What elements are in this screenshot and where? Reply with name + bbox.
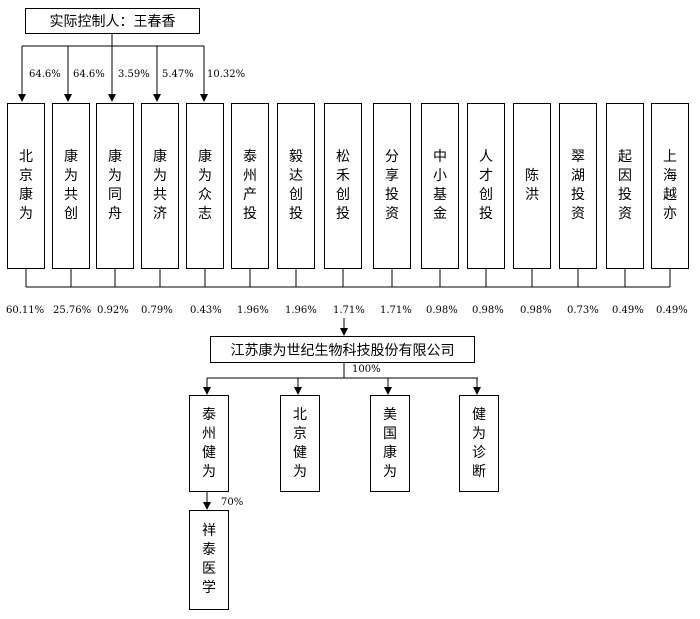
shareholder-box-7 <box>277 103 315 269</box>
shareholder-pct-9: 1.71% <box>380 305 412 316</box>
shareholder-box-4 <box>141 103 179 269</box>
controller-link-pct-2: 64.6% <box>73 69 105 80</box>
shareholder-box-1 <box>7 103 45 269</box>
shareholder-pct-8: 1.71% <box>333 305 365 316</box>
shareholder-pct-13: 0.73% <box>567 305 599 316</box>
shareholder-pct-12: 0.98% <box>520 305 552 316</box>
shareholder-pct-7: 1.96% <box>285 305 317 316</box>
shareholder-pct-14: 0.49% <box>612 305 644 316</box>
shareholder-name-8: 松禾创投 <box>336 149 350 222</box>
shareholder-pct-4: 0.79% <box>141 305 173 316</box>
shareholder-name-2: 康为共创 <box>64 149 78 222</box>
shareholder-pct-10: 0.98% <box>426 305 458 316</box>
subsidiary-box-1 <box>189 395 229 492</box>
subsidiary-name-2: 北京健为 <box>293 406 307 480</box>
shareholder-name-10: 中小基金 <box>433 149 447 222</box>
shareholder-name-1: 北京康为 <box>19 149 33 222</box>
shareholder-name-4: 康为共济 <box>153 149 167 222</box>
shareholder-pct-3: 0.92% <box>97 305 129 316</box>
sub-subsidiary-name: 祥泰医学 <box>202 523 216 596</box>
shareholder-box-9 <box>373 103 411 269</box>
subsidiary-box-3 <box>370 395 410 492</box>
shareholder-pct-2: 25.76% <box>53 305 92 316</box>
shareholder-name-7: 毅达创投 <box>289 149 303 222</box>
shareholder-name-5: 康为众志 <box>198 149 212 222</box>
shareholder-name-9: 分享投资 <box>385 149 399 222</box>
subsidiary-name-4: 健为诊断 <box>472 406 486 480</box>
company-name: 江苏康为世纪生物科技股份有限公司 <box>230 342 455 359</box>
shareholder-box-3 <box>96 103 134 269</box>
shareholder-name-14: 起因投资 <box>618 149 632 222</box>
sub-subsidiary-box <box>189 510 229 610</box>
shareholder-box-11 <box>467 103 505 269</box>
controller-link-pct-1: 64.6% <box>29 69 61 80</box>
shareholder-name-6: 泰州产投 <box>243 149 257 222</box>
shareholder-name-12: 陈洪 <box>525 168 539 203</box>
company-box <box>210 336 475 363</box>
shareholder-pct-11: 0.98% <box>472 305 504 316</box>
shareholder-pct-5: 0.43% <box>190 305 222 316</box>
shareholder-pct-1: 60.11% <box>6 305 45 316</box>
shareholder-box-6 <box>231 103 269 269</box>
shareholder-pct-6: 1.96% <box>237 305 269 316</box>
shareholder-box-14 <box>606 103 644 269</box>
shareholder-box-13 <box>559 103 597 269</box>
controller-box <box>25 8 200 34</box>
controller-link-pct-4: 5.47% <box>162 69 194 80</box>
subsidiary-pct: 100% <box>352 364 381 375</box>
subsidiary-box-2 <box>280 395 320 492</box>
shareholder-name-3: 康为同舟 <box>108 149 122 222</box>
subsidiary-name-3: 美国康为 <box>383 406 397 480</box>
controller-label: 实际控制人：王春香 <box>49 14 176 30</box>
shareholder-box-5 <box>186 103 224 269</box>
shareholder-name-11: 人才创投 <box>479 149 493 222</box>
subsidiary-name-1: 泰州健为 <box>202 406 216 480</box>
controller-link-pct-5: 10.32% <box>207 69 246 80</box>
shareholder-box-15 <box>651 103 689 269</box>
shareholder-box-8 <box>324 103 362 269</box>
shareholder-pct-15: 0.49% <box>656 305 688 316</box>
sub-subsidiary-pct: 70% <box>221 497 244 508</box>
controller-link-pct-3: 3.59% <box>118 69 150 80</box>
shareholder-box-10 <box>421 103 459 269</box>
shareholder-name-15: 上海越亦 <box>663 149 677 222</box>
shareholder-name-13: 翠湖投资 <box>571 149 585 222</box>
shareholder-box-12 <box>513 103 551 269</box>
shareholder-box-2 <box>52 103 90 269</box>
subsidiary-box-4 <box>459 395 499 492</box>
